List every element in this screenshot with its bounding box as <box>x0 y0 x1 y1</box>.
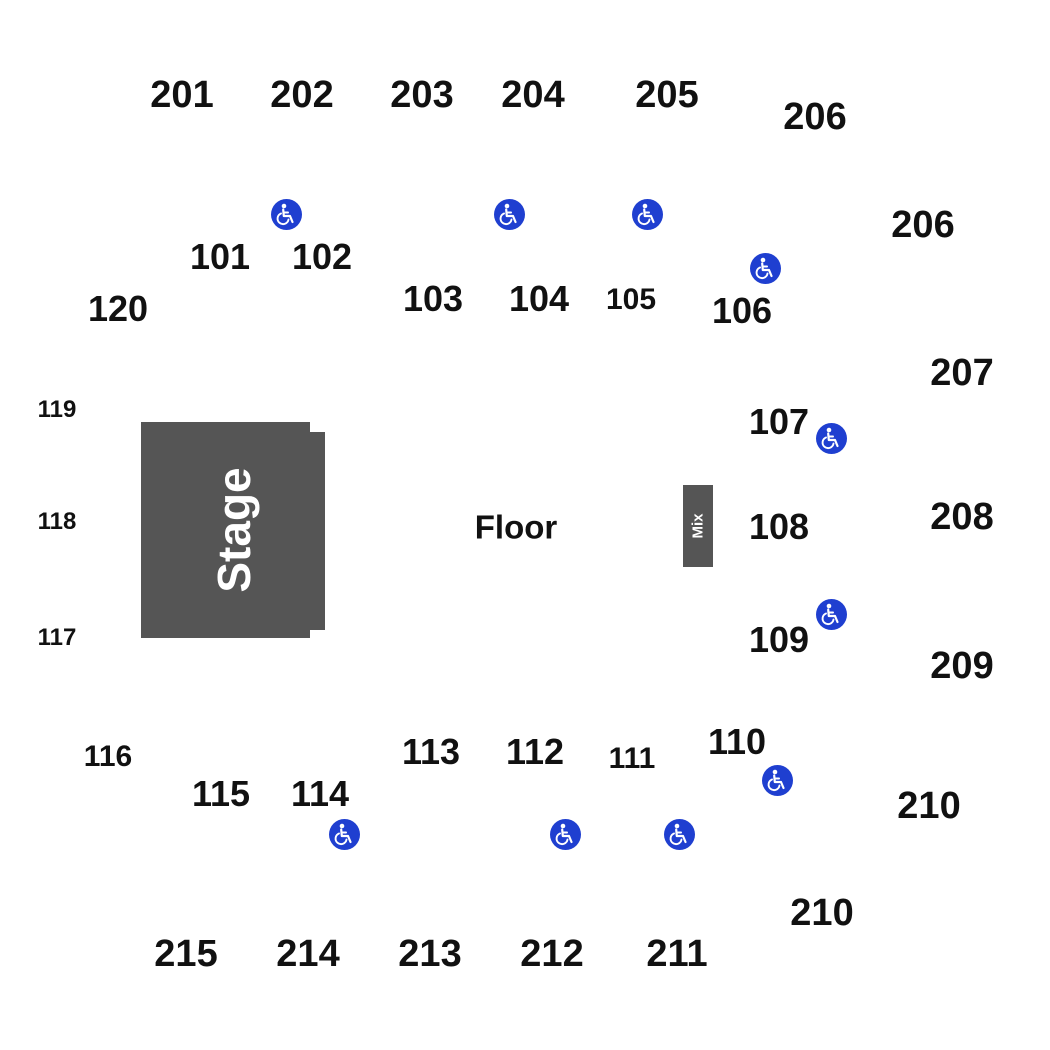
section-205[interactable]: 205 <box>635 74 699 116</box>
section-114[interactable]: 114 <box>290 773 350 814</box>
section-210[interactable]: 210 <box>790 892 854 934</box>
section-208[interactable]: 208 <box>930 496 994 538</box>
section-213[interactable]: 213 <box>398 933 462 975</box>
wheelchair-icon <box>328 818 360 850</box>
section-109[interactable]: 109 <box>748 619 810 660</box>
wheelchair-icon <box>761 764 793 796</box>
section-202[interactable]: 202 <box>270 74 334 116</box>
section-103[interactable]: 103 <box>402 278 464 319</box>
section-105[interactable]: 105 <box>605 283 657 316</box>
section-115[interactable]: 115 <box>191 773 251 814</box>
section-112[interactable]: 112 <box>505 731 565 772</box>
section-215[interactable]: 215 <box>154 933 218 975</box>
section-117[interactable]: 117 <box>37 624 77 651</box>
section-111[interactable]: 111 <box>608 742 656 775</box>
wheelchair-icon <box>631 198 663 230</box>
stage <box>141 422 310 638</box>
section-118[interactable]: 118 <box>37 508 77 535</box>
section-108[interactable]: 108 <box>748 506 810 547</box>
section-203[interactable]: 203 <box>390 74 454 116</box>
section-207[interactable]: 207 <box>930 352 994 394</box>
section-113[interactable]: 113 <box>401 731 461 772</box>
section-206[interactable]: 206 <box>891 204 955 246</box>
section-106[interactable]: 106 <box>711 290 773 331</box>
section-211[interactable]: 211 <box>646 933 708 975</box>
section-107[interactable]: 107 <box>748 401 810 442</box>
wheelchair-icon <box>549 818 581 850</box>
wheelchair-icon <box>815 422 847 454</box>
section-204[interactable]: 204 <box>501 74 565 116</box>
section-110[interactable]: 110 <box>707 721 767 762</box>
wheelchair-icon <box>493 198 525 230</box>
mix-label: Mix <box>689 513 707 539</box>
section-201[interactable]: 201 <box>150 74 214 116</box>
section-206[interactable]: 206 <box>783 96 847 138</box>
floor-section[interactable]: Floor <box>474 508 558 546</box>
stage-extension <box>310 432 325 630</box>
section-102[interactable]: 102 <box>291 236 353 277</box>
wheelchair-icon <box>270 198 302 230</box>
section-212[interactable]: 212 <box>520 933 584 975</box>
wheelchair-icon <box>815 598 847 630</box>
wheelchair-icon <box>749 252 781 284</box>
mix-position: Mix <box>683 485 713 567</box>
section-120[interactable]: 120 <box>87 288 149 329</box>
wheelchair-icon <box>663 818 695 850</box>
section-214[interactable]: 214 <box>276 933 340 975</box>
section-119[interactable]: 119 <box>37 396 77 423</box>
section-210[interactable]: 210 <box>897 785 961 827</box>
section-101[interactable]: 101 <box>189 236 251 277</box>
stage-label: Stage <box>208 467 260 593</box>
section-209[interactable]: 209 <box>930 645 994 687</box>
section-116[interactable]: 116 <box>83 740 133 773</box>
section-104[interactable]: 104 <box>508 278 570 319</box>
